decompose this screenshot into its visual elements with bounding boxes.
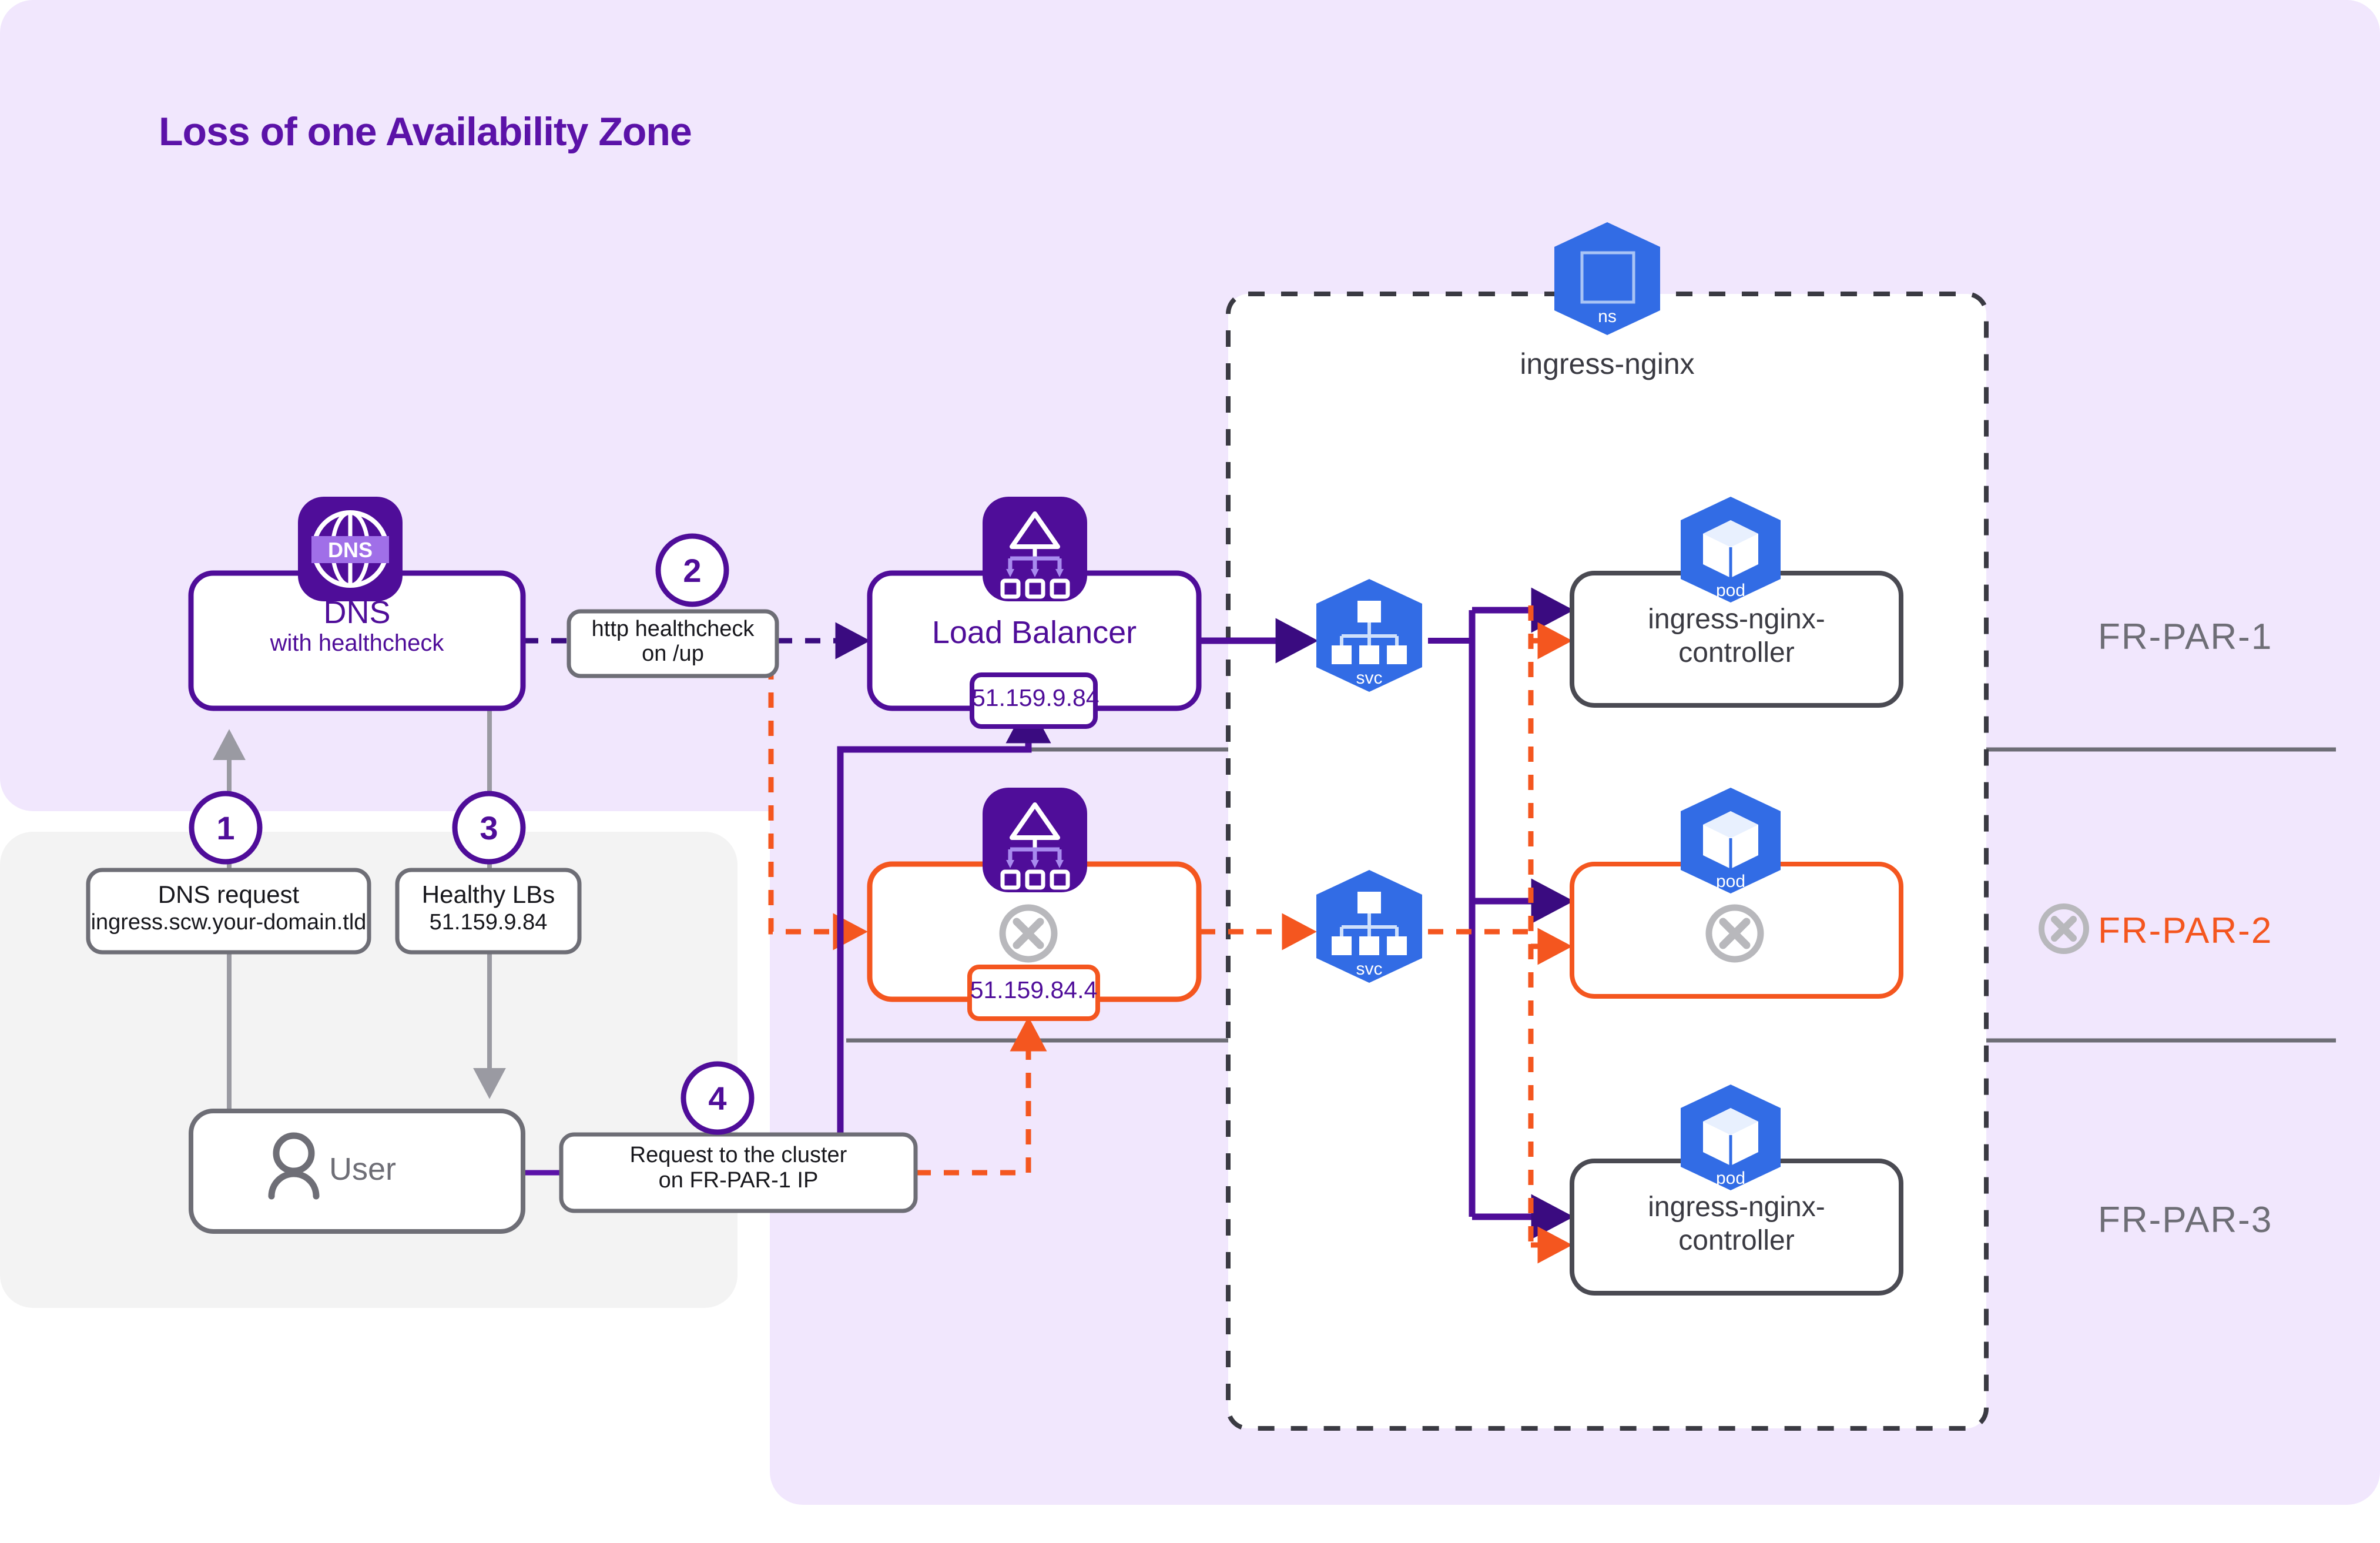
step-label-3: Healthy LBs 51.159.9.84 bbox=[421, 881, 555, 935]
load-balancer-label: Load Balancer bbox=[931, 615, 1137, 650]
kubernetes-service-icon-2: svc bbox=[1316, 870, 1422, 983]
step-badge-4 bbox=[681, 1061, 755, 1135]
dns-sublabel: with healthcheck bbox=[270, 630, 444, 657]
edge-request-failed-ip bbox=[916, 1016, 1047, 1176]
kubernetes-pod-icon-2: pod bbox=[1681, 788, 1781, 893]
load-balancer-icon bbox=[983, 497, 1087, 601]
user-icon bbox=[268, 1132, 320, 1200]
user-label: User bbox=[329, 1152, 397, 1187]
edge-healthcheck-failed-lb bbox=[768, 664, 868, 950]
kubernetes-service-icon-1: svc bbox=[1316, 579, 1422, 692]
page-title: Loss of one Availability Zone bbox=[159, 109, 692, 154]
step-label-4: Request to the cluster on FR-PAR-1 IP bbox=[629, 1143, 847, 1193]
step-box-1 bbox=[86, 868, 371, 955]
zone-label-fr-par-2: FR-PAR-2 bbox=[2098, 911, 2273, 951]
load-balancer-icon-failed bbox=[983, 788, 1087, 892]
x-circle-icon-zone bbox=[2039, 903, 2089, 954]
zone-label-fr-par-1: FR-PAR-1 bbox=[2098, 617, 2273, 657]
step-label-1: DNS request ingress.scw.your-domain.tld bbox=[90, 881, 367, 935]
dns-label: DNS bbox=[323, 595, 391, 630]
step-box-2 bbox=[566, 609, 779, 678]
step-badge-3 bbox=[452, 791, 526, 865]
namespace-label: ingress-nginx bbox=[1520, 347, 1695, 380]
lb-ip-badge bbox=[970, 672, 1098, 729]
pod-label-3: ingress-nginx- controller bbox=[1648, 1191, 1825, 1256]
x-circle-icon-pod bbox=[1705, 904, 1764, 963]
step-number-2: 2 bbox=[683, 552, 702, 589]
lb-failed-ip-badge bbox=[967, 965, 1100, 1021]
step-badge-1 bbox=[189, 791, 263, 865]
step-number-4: 4 bbox=[708, 1080, 727, 1117]
step-label-2: http healthcheck on /up bbox=[591, 617, 755, 666]
kubernetes-pod-icon-3: pod bbox=[1681, 1085, 1781, 1190]
kubernetes-namespace-icon: ns bbox=[1554, 222, 1660, 335]
step-number-1: 1 bbox=[216, 809, 235, 846]
pod-label-1: ingress-nginx- controller bbox=[1648, 604, 1825, 668]
svg-text:pod: pod bbox=[1716, 1169, 1745, 1188]
svg-text:pod: pod bbox=[1716, 581, 1745, 600]
x-circle-icon-lb bbox=[999, 904, 1058, 963]
load-balancer-text: Load Balancer bbox=[870, 614, 1199, 651]
step-badge-2 bbox=[655, 533, 729, 607]
zone-label-fr-par-3: FR-PAR-3 bbox=[2098, 1200, 2273, 1240]
step-box-3 bbox=[395, 868, 582, 955]
dns-node-text: DNS with healthcheck bbox=[191, 595, 523, 657]
svg-text:svc: svc bbox=[1356, 668, 1383, 688]
step-box-4 bbox=[559, 1132, 918, 1213]
load-balancer-failed-ip: 51.159.84.4 bbox=[970, 976, 1098, 1003]
step-number-3: 3 bbox=[480, 809, 498, 846]
svg-text:ns: ns bbox=[1598, 307, 1617, 326]
load-balancer-ip: 51.159.9.84 bbox=[972, 684, 1100, 711]
svg-text:svc: svc bbox=[1356, 959, 1383, 979]
svg-text:DNS: DNS bbox=[328, 538, 373, 562]
dns-globe-icon: DNS bbox=[298, 497, 403, 601]
user-node-box bbox=[189, 1109, 525, 1234]
kubernetes-pod-icon-1: pod bbox=[1681, 497, 1781, 603]
svg-text:pod: pod bbox=[1716, 872, 1745, 891]
